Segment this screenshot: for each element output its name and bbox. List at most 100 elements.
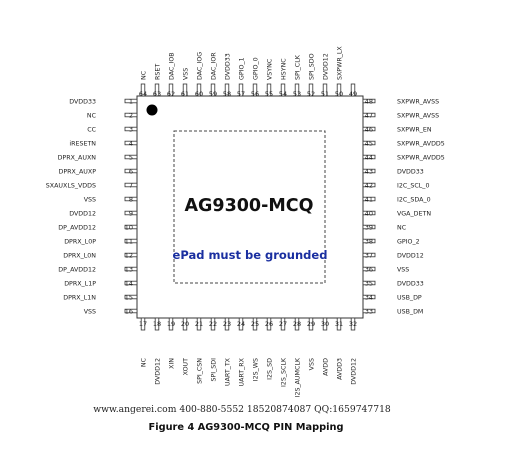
pin-number: 32 <box>349 320 357 328</box>
pin-lead <box>124 154 138 160</box>
pin-lead <box>362 266 376 272</box>
pin-name: I2S_WS <box>252 358 259 381</box>
pin-name: UART_TX <box>224 357 231 386</box>
pin-lead <box>124 308 138 314</box>
pin-number: 13 <box>125 265 133 273</box>
pin-number: 42 <box>365 181 373 189</box>
pin-number: 20 <box>181 320 189 328</box>
pin-name: DAC_IOB <box>168 52 175 80</box>
pin-lead <box>322 317 328 331</box>
pin-number: 36 <box>365 265 373 273</box>
pin-lead <box>362 308 376 314</box>
pin-name: SXPWR_EN <box>397 126 432 133</box>
pin-lead <box>336 83 342 97</box>
pin-lead <box>362 112 376 118</box>
pin-name: DP_AVDD12 <box>58 266 96 273</box>
pin-number: 9 <box>129 209 133 217</box>
pin-number: 38 <box>365 237 373 245</box>
pin-name: DVDD33 <box>69 98 96 105</box>
pin-name: DVDD33 <box>397 168 424 175</box>
pin-lead <box>124 252 138 258</box>
pin-lead <box>362 224 376 230</box>
pin-number: 35 <box>365 279 373 287</box>
pin-number: 8 <box>129 195 133 203</box>
pin-number: 63 <box>153 90 161 98</box>
pin-number: 4 <box>129 139 133 147</box>
pin-lead <box>196 317 202 331</box>
pin-name: DVDD12 <box>350 358 357 385</box>
pin-lead <box>168 83 174 97</box>
pin-lead <box>224 83 230 97</box>
pin-number: 41 <box>365 195 373 203</box>
pin-name: SXAUXLS_VDDS <box>46 182 96 189</box>
pin-name: USB_DM <box>397 308 423 315</box>
pin-number: 47 <box>365 111 373 119</box>
pin-number: 30 <box>321 320 329 328</box>
pin-lead <box>362 196 376 202</box>
pin-lead <box>124 140 138 146</box>
pin-number: 53 <box>293 90 301 98</box>
pin-lead <box>362 126 376 132</box>
pin-name: VSS <box>308 358 315 370</box>
pin-number: 39 <box>365 223 373 231</box>
pin-name: VSS <box>84 196 96 203</box>
pin-name: RSET <box>154 64 161 80</box>
pin-name: GPIO_0 <box>252 57 259 80</box>
pin1-marker-dot <box>146 104 158 116</box>
pin-name: SPI_CLK <box>294 54 301 80</box>
pin-name: UART_RX <box>238 357 245 386</box>
pin-name: DVDD33 <box>397 280 424 287</box>
pins-top-side: 64NC63RSET62DAC_IOB61VSS60DAC_IOG59DAC_I… <box>139 46 357 98</box>
pin-name: I2S_AUMCLK <box>294 357 301 397</box>
chip-part-number: AG9300-MCQ <box>184 196 313 216</box>
pin-number: 54 <box>279 90 287 98</box>
pin-number: 16 <box>125 307 133 315</box>
pin-number: 18 <box>153 320 161 328</box>
pin-name: SPI_CSN <box>196 358 203 384</box>
pin-lead <box>336 317 342 331</box>
pin-number: 50 <box>335 90 343 98</box>
pin-number: 61 <box>181 90 189 98</box>
pin-number: 1 <box>129 97 133 105</box>
pin-lead <box>294 317 300 331</box>
pin-name: NC <box>397 224 407 231</box>
pin-name: DPRX_L1P <box>64 280 96 287</box>
pin-number: 60 <box>195 90 203 98</box>
pin-lead <box>182 83 188 97</box>
pin-lead <box>124 266 138 272</box>
pin-name: SXPWR_AVDD5 <box>397 140 445 147</box>
pin-lead <box>124 238 138 244</box>
pin-number: 19 <box>167 320 175 328</box>
pin-name: iRESETN <box>69 140 96 147</box>
pin-lead <box>362 182 376 188</box>
pin-lead <box>362 252 376 258</box>
pin-number: 33 <box>365 307 373 315</box>
pin-number: 28 <box>293 320 301 328</box>
pin-lead <box>362 238 376 244</box>
pin-lead <box>140 317 146 331</box>
pin-number: 48 <box>365 97 373 105</box>
figure-caption: Figure 4 AG9300-MCQ PIN Mapping <box>149 422 344 433</box>
pin-lead <box>124 294 138 300</box>
pin-name: GPIO_1 <box>238 57 245 80</box>
pin-lead <box>238 83 244 97</box>
pin-lead <box>196 83 202 97</box>
pin-lead <box>124 210 138 216</box>
pin-name: NC <box>87 112 97 119</box>
pin-name: DVDD12 <box>322 53 329 80</box>
epad-note: ePad must be grounded <box>173 248 328 262</box>
pin-name: AVDD3 <box>336 358 343 380</box>
pin-name: SXPWR_AVSS <box>397 98 439 105</box>
pin-lead <box>252 83 258 97</box>
pin-number: 62 <box>167 90 175 98</box>
pin-name: SXPWR_LX <box>336 46 343 80</box>
pin-number: 25 <box>251 320 259 328</box>
pin-lead <box>362 140 376 146</box>
pin-name: DPRX_L0P <box>64 238 96 245</box>
pin-name: DVDD12 <box>154 358 161 385</box>
pins-bottom-side: 17NC18DVDD1219XIN20XOUT21SPI_CSN22SPI_SD… <box>139 317 357 397</box>
pin-lead <box>224 317 230 331</box>
pin-number: 46 <box>365 125 373 133</box>
pin-lead <box>362 98 376 104</box>
pin-lead <box>294 83 300 97</box>
